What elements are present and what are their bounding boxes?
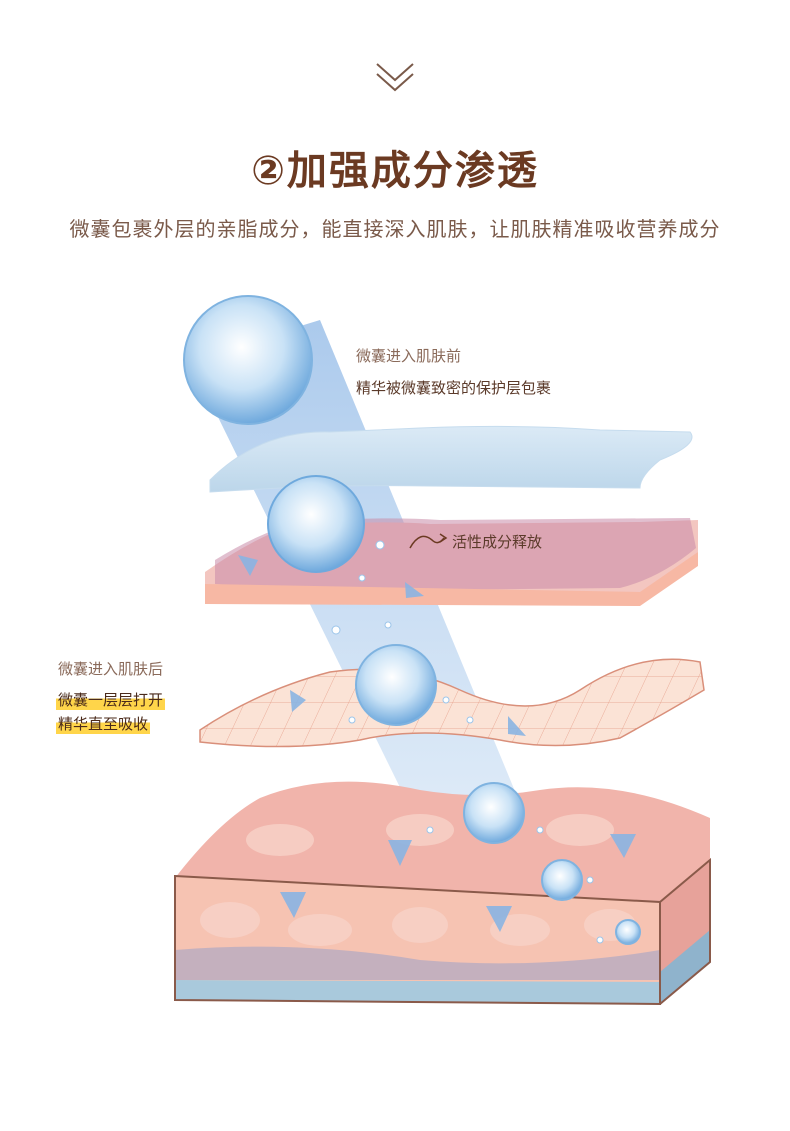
before-desc-label: 精华被微囊致密的保护层包裹 xyxy=(356,379,552,397)
capsule-large xyxy=(183,295,313,425)
arrow-down-icon xyxy=(280,892,306,918)
capsule-layer2 xyxy=(355,644,437,726)
capsule-open xyxy=(541,859,583,901)
arrow-down-icon xyxy=(405,582,424,598)
release-label: 活性成分释放 xyxy=(452,533,543,551)
after-desc-label-1: 微囊一层层打开 xyxy=(56,689,166,710)
capsule-layer1 xyxy=(267,475,365,573)
chevron-down-icon xyxy=(376,63,414,92)
before-title-label: 微囊进入肌肤前 xyxy=(356,347,462,365)
after-title-label: 微囊进入肌肤后 xyxy=(58,660,164,678)
arrow-down-icon xyxy=(290,690,306,712)
after-desc-label-2: 精华直至吸收 xyxy=(56,713,151,734)
section-subtitle: 微囊包裹外层的亲脂成分，能直接深入肌肤，让肌肤精准吸收营养成分 xyxy=(69,217,721,241)
capsule-small xyxy=(615,919,641,945)
arrow-down-icon xyxy=(508,716,526,736)
arrow-down-icon xyxy=(388,840,412,866)
protective-layer xyxy=(209,425,693,493)
capsule-layer3 xyxy=(463,782,525,844)
arrow-down-icon xyxy=(610,834,636,858)
arrow-down-icon xyxy=(238,555,258,576)
arrow-down-icon xyxy=(486,906,512,932)
section-title: ②加强成分渗透 xyxy=(251,148,539,194)
